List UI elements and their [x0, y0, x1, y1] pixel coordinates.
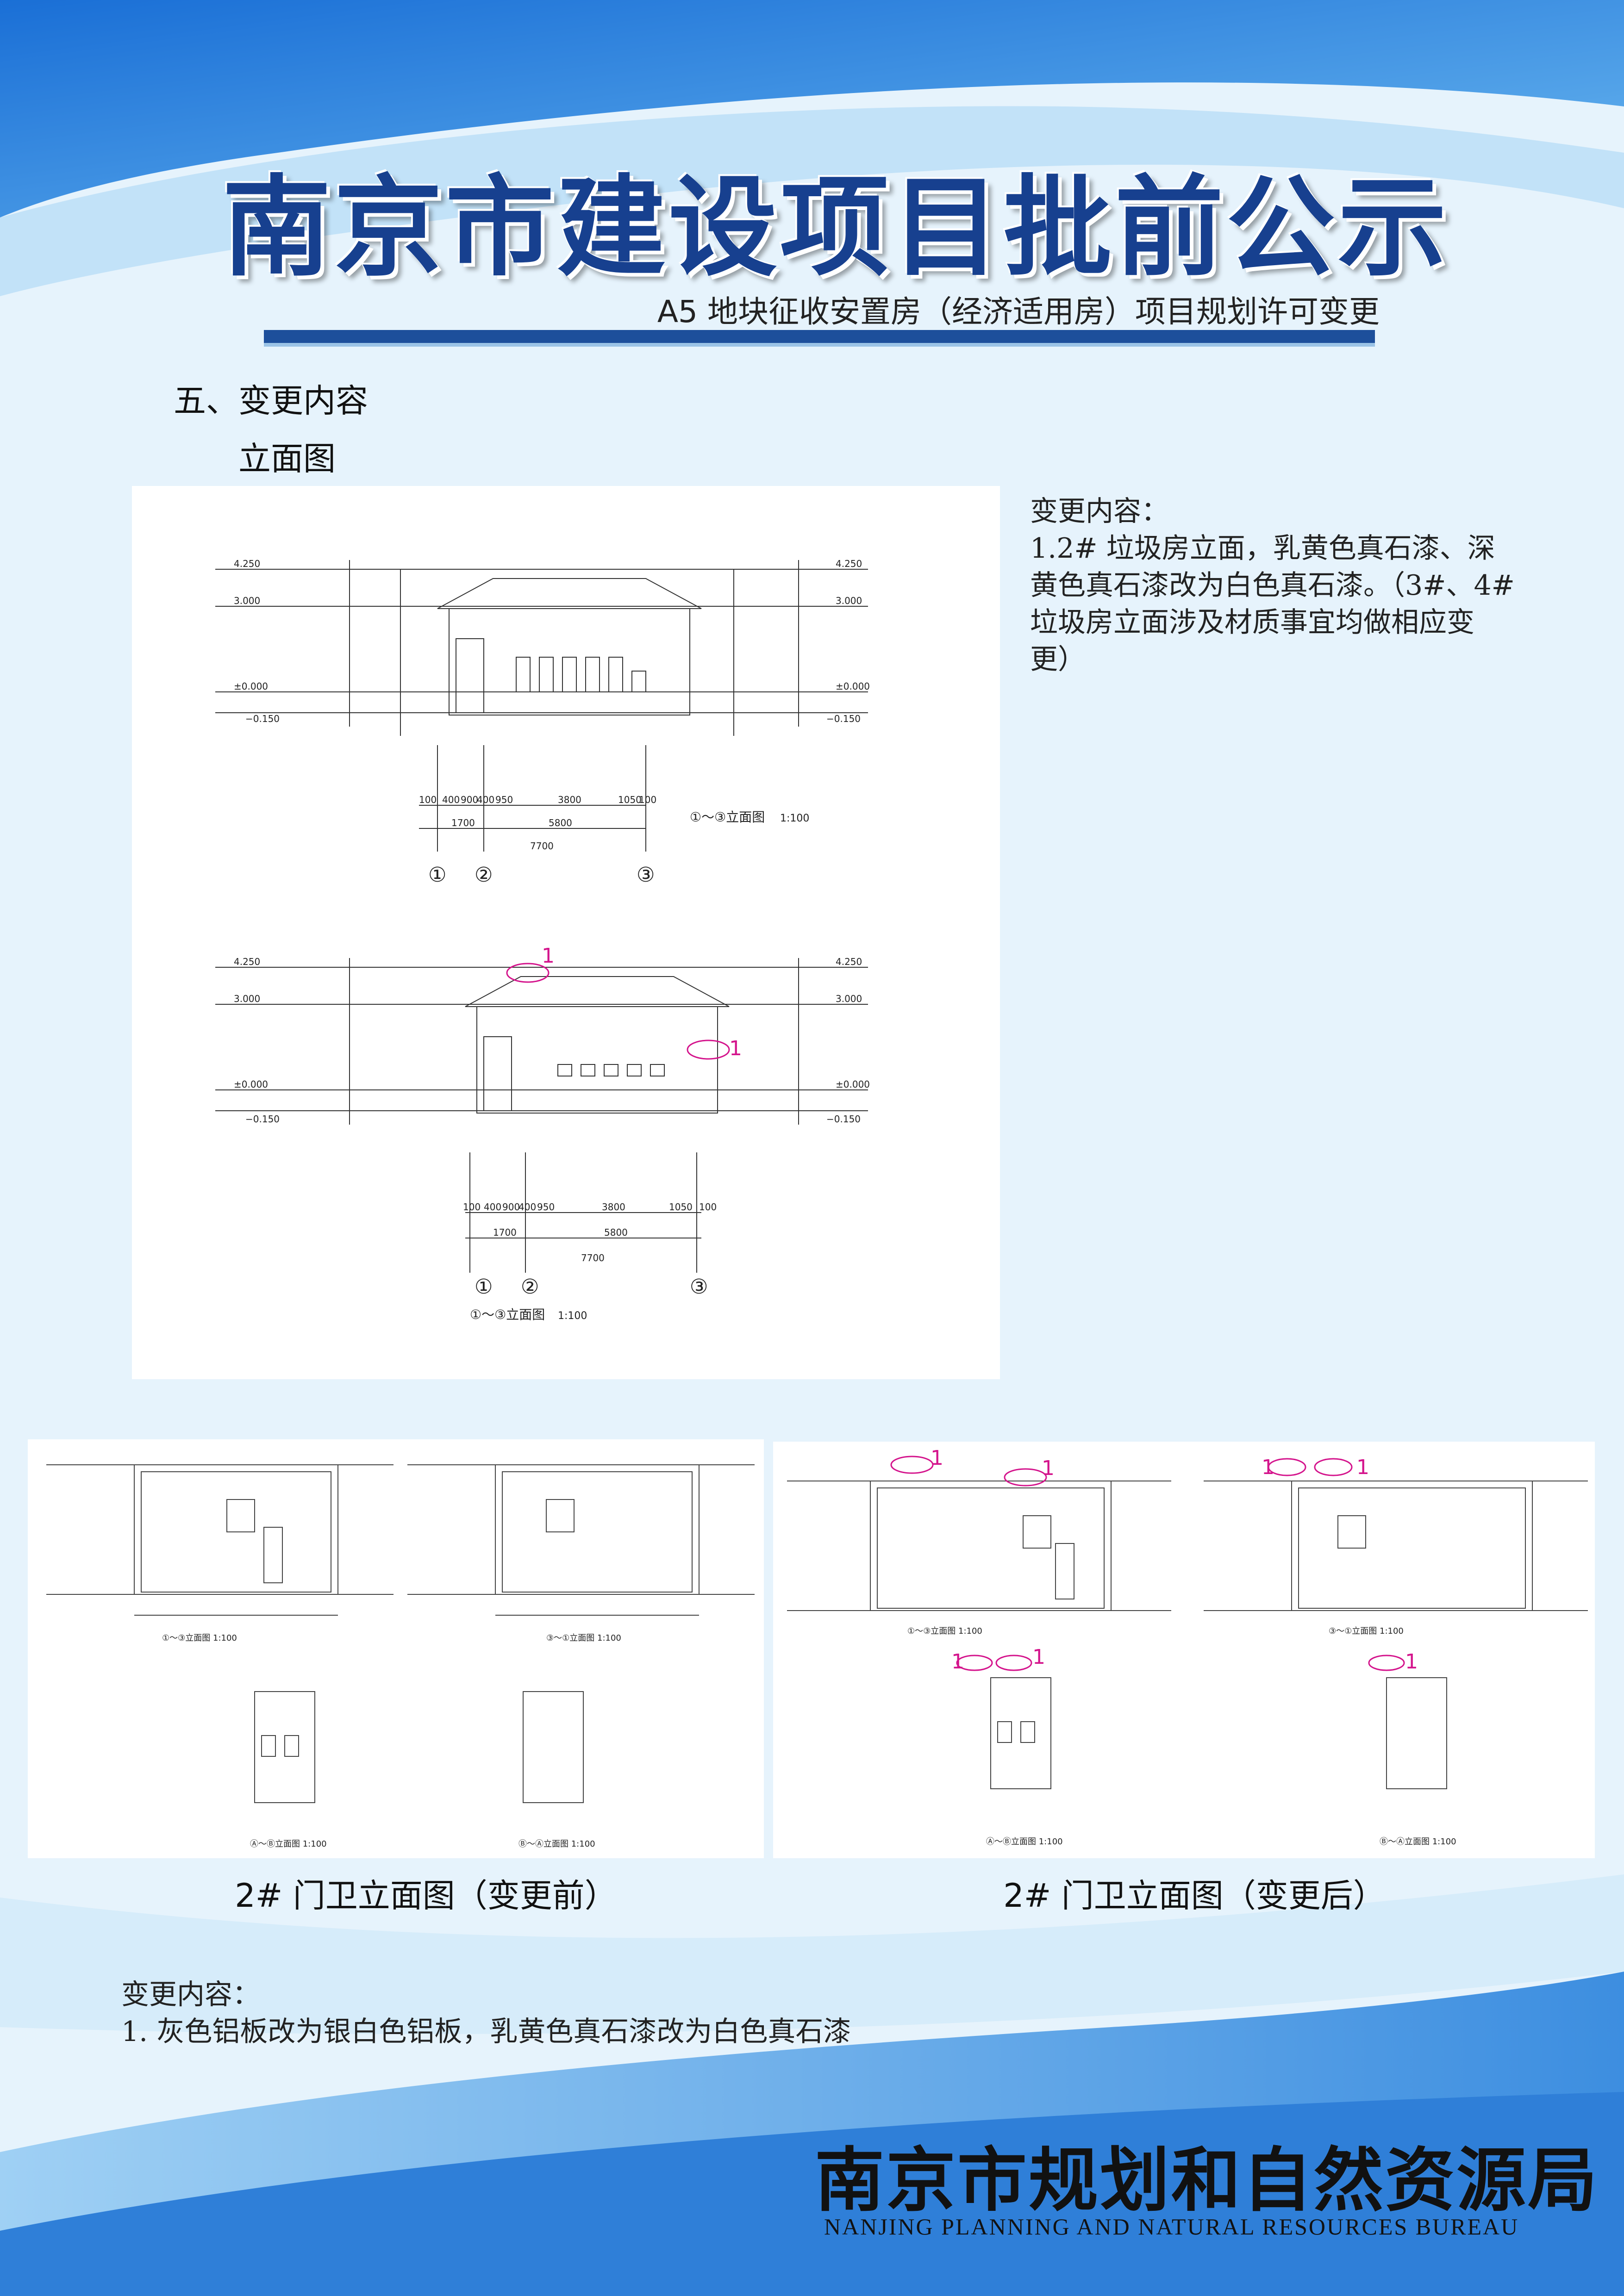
page-title: 南京市建设项目批前公示 — [222, 163, 1449, 291]
view-title-before: ①～③立面图 — [690, 809, 765, 825]
change-note-top-line3: 垃圾房立面涉及材质事宜均做相应变 — [1030, 606, 1474, 639]
dim-100b: 100 — [639, 794, 656, 805]
elev-4250-left: 4.250 — [234, 558, 260, 569]
dim-900: 900 — [461, 794, 478, 805]
change-mark-roof: 1 — [542, 944, 555, 968]
view-scale-after: 1:100 — [558, 1310, 587, 1322]
footer-org-cn: 南京市规划和自然资源局 — [815, 2140, 1599, 2221]
elev2-0000-left: ±0.000 — [234, 1079, 268, 1090]
dim-950: 950 — [495, 794, 513, 805]
dim2-7700: 7700 — [581, 1252, 605, 1263]
change-note-top-label: 变更内容： — [1030, 495, 1169, 528]
gate-before-view-4: Ⓑ～Ⓐ立面图 1:100 — [518, 1839, 595, 1849]
elev-3000-left: 3.000 — [234, 595, 260, 606]
change-note-bottom: 变更内容： 1. 灰色铝板改为银白色铝板，乳黄色真石漆改为白色真石漆 — [121, 1976, 851, 2050]
gate-before-drawing: ①～③立面图 1:100 ③～①立面图 1:100 Ⓐ～Ⓑ立面图 1:100 Ⓑ… — [46, 1464, 755, 1849]
dim2-100: 100 — [463, 1201, 481, 1213]
dim-1050: 1050 — [618, 794, 642, 805]
caption-gate-before: 2# 门卫立面图（变更前） — [235, 1877, 617, 1915]
section-heading: 五、变更内容 — [174, 382, 368, 420]
elev2-0000-right: ±0.000 — [836, 1079, 870, 1090]
dim2-3800: 3800 — [602, 1201, 625, 1213]
elev2-3000-left: 3.000 — [234, 993, 260, 1004]
gate-after-mark-2: 1 — [1042, 1456, 1055, 1480]
dim2-1050: 1050 — [669, 1201, 693, 1213]
gate-before-view-1: ①～③立面图 1:100 — [162, 1633, 237, 1643]
dim2-1700: 1700 — [493, 1227, 517, 1238]
elev-4250-right: 4.250 — [836, 558, 862, 569]
dim-100: 100 — [419, 794, 437, 805]
page-subtitle: A5 地块征收安置房（经济适用房）项目规划许可变更 — [657, 294, 1380, 330]
gate-before-view-2: ③～①立面图 1:100 — [546, 1633, 621, 1643]
gate-elevation-before-panel: ①～③立面图 1:100 ③～①立面图 1:100 Ⓐ～Ⓑ立面图 1:100 Ⓑ… — [28, 1439, 764, 1858]
axis-3-top: ③ — [637, 863, 655, 887]
section-subheading: 立面图 — [238, 440, 336, 478]
gate-after-view-2: ③～①立面图 1:100 — [1329, 1626, 1404, 1636]
gate-after-view-3: Ⓐ～Ⓑ立面图 1:100 — [986, 1837, 1063, 1847]
dim2-100b: 100 — [699, 1201, 717, 1213]
dim2-400b: 400 — [518, 1201, 536, 1213]
axis-1-top: ① — [428, 863, 446, 887]
elev-3000-right: 3.000 — [836, 595, 862, 606]
footer-org-en: NANJING PLANNING AND NATURAL RESOURCES B… — [824, 2214, 1519, 2240]
elevation-drawing-panel: 4.250 3.000 ±0.000 −0.150 4.250 3.000 ±0… — [132, 486, 1000, 1379]
change-note-top-line4: 更） — [1030, 643, 1086, 676]
title-underline-bar — [264, 330, 1375, 343]
dim-7700: 7700 — [530, 840, 554, 852]
gate-before-view-3: Ⓐ～Ⓑ立面图 1:100 — [250, 1839, 327, 1849]
change-note-top-line1: 1.2# 垃圾房立面，乳黄色真石漆、深 — [1030, 532, 1495, 565]
dim2-5800: 5800 — [604, 1227, 628, 1238]
view-title-after: ①～③立面图 — [470, 1307, 545, 1322]
gate-after-view-4: Ⓑ～Ⓐ立面图 1:100 — [1380, 1837, 1456, 1847]
change-mark-wall: 1 — [729, 1037, 742, 1060]
axis-1-bottom: ① — [475, 1275, 493, 1299]
dim2-950: 950 — [537, 1201, 555, 1213]
dim-1700: 1700 — [451, 817, 475, 828]
dim-3800: 3800 — [558, 794, 581, 805]
dim-5800: 5800 — [549, 817, 572, 828]
caption-gate-after: 2# 门卫立面图（变更后） — [1003, 1877, 1386, 1915]
gate-elevation-after-panel: 1 1 1 1 1 1 1 ①～③立面图 1:100 ③～①立面图 1:100 … — [773, 1442, 1595, 1858]
change-note-bottom-label: 变更内容： — [121, 1979, 260, 2011]
dim-400b: 400 — [477, 794, 494, 805]
dim-400: 400 — [442, 794, 460, 805]
gate-after-mark-7: 1 — [1405, 1650, 1418, 1674]
axis-2-top: ② — [475, 863, 493, 887]
elev2-4250-right: 4.250 — [836, 956, 862, 967]
elev-m0150-left: −0.150 — [245, 713, 280, 724]
change-note-top-line2: 黄色真石漆改为白色真石漆。（3#、4# — [1030, 569, 1515, 602]
refuse-house-elevations: 4.250 3.000 ±0.000 −0.150 4.250 3.000 ±0… — [215, 558, 870, 1322]
axis-3-bottom: ③ — [690, 1275, 708, 1299]
dim2-900: 900 — [502, 1201, 520, 1213]
elev2-m0150-right: −0.150 — [826, 1114, 861, 1125]
elev2-m0150-left: −0.150 — [245, 1114, 280, 1125]
gate-after-view-1: ①～③立面图 1:100 — [907, 1626, 982, 1636]
dim2-400: 400 — [484, 1201, 501, 1213]
gate-after-mark-3: 1 — [1262, 1456, 1274, 1479]
gate-after-mark-6: 1 — [1032, 1645, 1045, 1669]
elev-0000-right: ±0.000 — [836, 681, 870, 692]
elev2-4250-left: 4.250 — [234, 956, 260, 967]
gate-after-mark-5: 1 — [951, 1650, 964, 1674]
view-scale-before: 1:100 — [780, 813, 809, 824]
elev2-3000-right: 3.000 — [836, 993, 862, 1004]
gate-after-mark-1: 1 — [931, 1446, 943, 1470]
axis-2-bottom: ② — [521, 1275, 539, 1299]
change-note-top: 变更内容： 1.2# 垃圾房立面，乳黄色真石漆、深 黄色真石漆改为白色真石漆。（… — [1030, 493, 1515, 678]
gate-after-mark-4: 1 — [1356, 1456, 1369, 1479]
elev-m0150-right: −0.150 — [826, 713, 861, 724]
gate-after-drawing: 1 1 1 1 1 1 1 ①～③立面图 1:100 ③～①立面图 1:100 … — [787, 1446, 1588, 1847]
elev-0000-left: ±0.000 — [234, 681, 268, 692]
change-note-bottom-line1: 1. 灰色铝板改为银白色铝板，乳黄色真石漆改为白色真石漆 — [121, 2016, 851, 2048]
